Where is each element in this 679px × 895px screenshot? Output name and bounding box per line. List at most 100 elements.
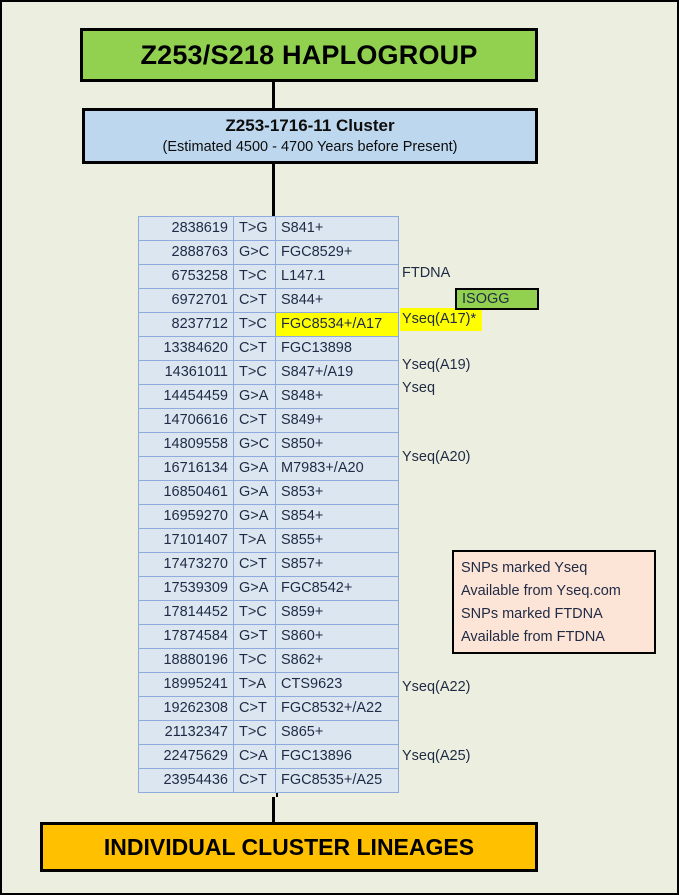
legend-line: SNPs marked Yseq: [461, 560, 588, 576]
cluster-subtitle: (Estimated 4500 - 4700 Years before Pres…: [162, 138, 458, 155]
snp-position-cell: 17473270: [138, 552, 234, 577]
snp-position-cell: 13384620: [138, 336, 234, 361]
snp-position-cell: 21132347: [138, 720, 234, 745]
snp-source-annotation: Yseq(A25): [402, 748, 471, 764]
connector-line-bottom: [272, 797, 275, 822]
snp-position-cell: 14454459: [138, 384, 234, 409]
snp-name-cell: FGC13898: [275, 336, 399, 361]
snp-mutation-cell: T>A: [233, 672, 276, 697]
snp-mutation-cell: C>T: [233, 336, 276, 361]
snp-position-cell: 16959270: [138, 504, 234, 529]
snp-name-cell: M7983+/A20: [275, 456, 399, 481]
snp-mutation-cell: T>C: [233, 312, 276, 337]
snp-name-cell: FGC8532+/A22: [275, 696, 399, 721]
snp-name-cell: FGC8542+: [275, 576, 399, 601]
legend-line: SNPs marked FTDNA: [461, 606, 603, 622]
snp-position-cell: 2838619: [138, 216, 234, 241]
snp-source-annotation: FTDNA: [402, 265, 451, 281]
snp-source-annotation: Yseq(A22): [402, 679, 471, 695]
snp-name-cell: S865+: [275, 720, 399, 745]
snp-mutation-cell: G>A: [233, 576, 276, 601]
snp-mutation-cell: T>C: [233, 720, 276, 745]
snp-name-cell: S850+: [275, 432, 399, 457]
snp-mutation-cell: C>T: [233, 696, 276, 721]
snp-mutation-cell: T>C: [233, 360, 276, 385]
snp-position-cell: 23954436: [138, 768, 234, 793]
snp-mutation-cell: C>T: [233, 768, 276, 793]
snp-source-annotation: Yseq(A20): [402, 449, 471, 465]
snp-name-cell: FGC13896: [275, 744, 399, 769]
legend-line: Available from Yseq.com: [461, 583, 621, 599]
snp-position-cell: 17101407: [138, 528, 234, 553]
connector-line-top: [272, 82, 275, 108]
snp-name-cell: FGC8534+/A17: [275, 312, 399, 337]
snp-name-cell: FGC8535+/A25: [275, 768, 399, 793]
snp-name-cell: S853+: [275, 480, 399, 505]
isogg-badge: ISOGG: [455, 288, 539, 310]
snp-position-cell: 22475629: [138, 744, 234, 769]
snp-mutation-cell: C>T: [233, 408, 276, 433]
snp-mutation-cell: G>A: [233, 504, 276, 529]
legend-box: SNPs marked Yseq Available from Yseq.com…: [452, 550, 656, 654]
snp-name-cell: S859+: [275, 600, 399, 625]
snp-name-cell: S844+: [275, 288, 399, 313]
cluster-box: Z253-1716-11 Cluster (Estimated 4500 - 4…: [82, 108, 538, 164]
snp-name-cell: S849+: [275, 408, 399, 433]
lineage-title: INDIVIDUAL CLUSTER LINEAGES: [103, 833, 475, 860]
snp-mutation-cell: G>A: [233, 480, 276, 505]
snp-name-cell: S841+: [275, 216, 399, 241]
snp-mutation-cell: G>A: [233, 384, 276, 409]
legend-line: Available from FTDNA: [461, 629, 605, 645]
snp-mutation-cell: T>C: [233, 600, 276, 625]
snp-mutation-cell: C>T: [233, 552, 276, 577]
snp-name-cell: FGC8529+: [275, 240, 399, 265]
snp-position-cell: 16716134: [138, 456, 234, 481]
cluster-title: Z253-1716-11 Cluster: [225, 116, 395, 136]
snp-position-cell: 14809558: [138, 432, 234, 457]
snp-position-cell: 18880196: [138, 648, 234, 673]
snp-mutation-cell: T>G: [233, 216, 276, 241]
snp-mutation-cell: G>A: [233, 456, 276, 481]
snp-mutation-cell: G>C: [233, 240, 276, 265]
snp-name-cell: S860+: [275, 624, 399, 649]
haplogroup-title: Z253/S218 HAPLOGROUP: [140, 39, 478, 70]
snp-source-annotation: Yseq(A17)*: [400, 308, 483, 331]
lineage-banner: INDIVIDUAL CLUSTER LINEAGES: [40, 822, 538, 872]
snp-position-cell: 17539309: [138, 576, 234, 601]
snp-source-annotation: Yseq: [402, 380, 436, 396]
snp-mutation-cell: C>A: [233, 744, 276, 769]
snp-name-cell: S855+: [275, 528, 399, 553]
snp-position-cell: 17814452: [138, 600, 234, 625]
snp-position-cell: 14706616: [138, 408, 234, 433]
snp-name-cell: CTS9623: [275, 672, 399, 697]
connector-line-middle: [272, 164, 275, 216]
snp-position-cell: 6753258: [138, 264, 234, 289]
snp-mutation-cell: T>C: [233, 264, 276, 289]
snp-mutation-cell: T>C: [233, 648, 276, 673]
snp-position-cell: 16850461: [138, 480, 234, 505]
snp-mutation-cell: G>C: [233, 432, 276, 457]
